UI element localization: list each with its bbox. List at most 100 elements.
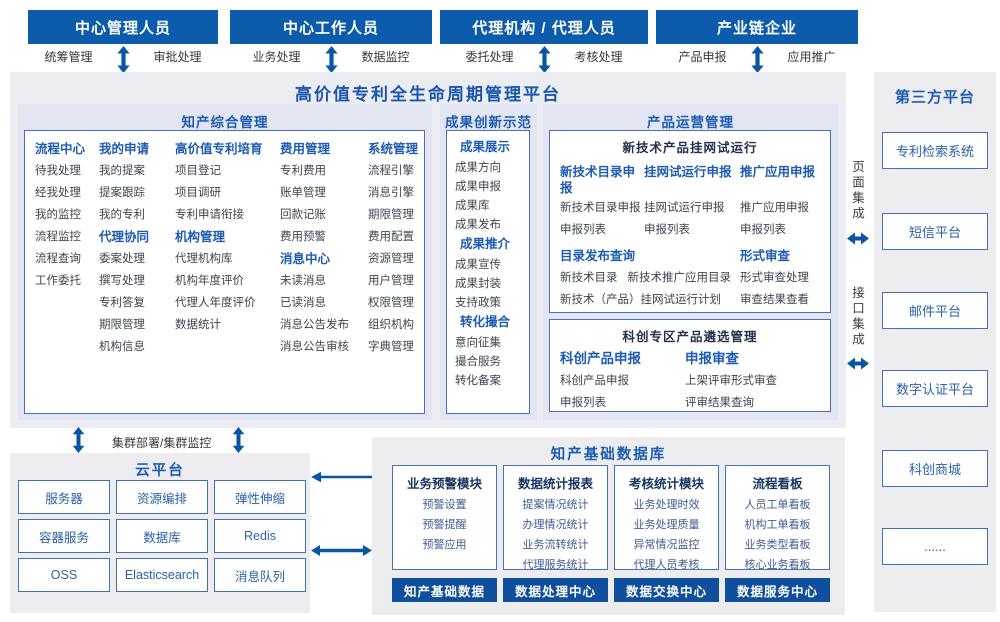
cloud-box-orchestration: 资源编排 [116, 480, 208, 514]
module-statistics: 数据统计报表 提案情况统计 办理情况统计 业务流转统计 代理服务统计 数据处理中… [503, 465, 608, 602]
group-title: 转化撮合 [460, 315, 511, 329]
actor-bar-agency: 代理机构 / 代理人员 [440, 10, 648, 44]
data-center-bar: 数据交换中心 [614, 578, 719, 602]
menu-item: 已读消息 [280, 297, 326, 309]
actor-sub-label: 委托处理 [465, 50, 514, 64]
actor-sub-label: 统筹管理 [44, 50, 93, 64]
double-arrow-horizontal-icon [847, 232, 869, 245]
third-party-box-sci-mall: 科创商城 [882, 450, 988, 487]
ip-management-box: 流程中心 待我处理 经我处理 我的监控 流程监控 流程查询 工作委托 我的申请 … [24, 130, 425, 414]
menu-item: 资源管理 [368, 253, 414, 265]
menu-item: 形式审查处理 [740, 272, 809, 284]
cloud-box-message-queue: 消息队列 [214, 558, 306, 592]
actor-sub-label: 应用推广 [787, 50, 836, 64]
menu-item: 新技术推广应用目录 [627, 272, 732, 284]
third-party-box-patent-search: 专利检索系统 [882, 132, 988, 169]
menu-item: 经我处理 [35, 187, 81, 199]
menu-item: 科创产品申报 [560, 375, 629, 387]
menu-item: 字典管理 [368, 341, 414, 353]
menu-item: 代理机构库 [175, 253, 233, 265]
actor-bar-industry-chain: 产业链企业 [656, 10, 858, 44]
menu-item: 账单管理 [280, 187, 326, 199]
cloud-grid: 服务器 资源编排 弹性伸缩 容器服务 数据库 Redis OSS Elastic… [18, 480, 306, 592]
double-arrow-vertical-icon [537, 46, 551, 73]
cloud-box-redis: Redis [214, 519, 306, 553]
third-party-box-more: ...... [882, 528, 988, 565]
module-item: 预警设置 [422, 499, 467, 511]
sci-innovation-selection-box: 科创专区产品遴选管理 科创产品申报 科创产品申报 申报列表 申报审查 上架评审形… [549, 319, 831, 412]
menu-item: 审查结果查看 [740, 294, 809, 306]
group-title: 新技术目录申报 [560, 165, 636, 195]
menu-item: 工作委托 [35, 275, 81, 287]
platform-title: 高价值专利全生命周期管理平台 [295, 85, 561, 104]
section-title: 知产综合管理 [181, 115, 269, 130]
double-arrow-vertical-icon [750, 46, 764, 73]
cloud-box-oss: OSS [18, 558, 110, 592]
double-arrow-horizontal-icon [847, 357, 869, 370]
module-alert: 业务预警模块 预警设置 预警提醒 预警应用 知产基础数据 [392, 465, 497, 602]
group-title: 系统管理 [368, 142, 419, 156]
menu-column: 申报审查 上架评审形式审查 评审结果查询 [685, 351, 830, 419]
menu-item: 项目调研 [175, 187, 221, 199]
menu-column: 系统管理 流程引擎 消息引擎 期限管理 费用配置 资源管理 用户管理 权限管理 … [368, 143, 424, 413]
group-title: 形式审查 [740, 249, 791, 263]
group-title: 消息中心 [280, 252, 331, 266]
menu-column: 推广应用申报 推广应用申报 申报列表 [740, 164, 826, 246]
menu-item: 申报列表 [740, 224, 786, 236]
actor-sub-row: 委托处理 考核处理 [440, 46, 648, 73]
menu-item: 新技术目录申报 [560, 202, 641, 214]
menu-item: 权限管理 [368, 297, 414, 309]
module-assessment: 考核统计模块 业务处理时效 业务处理质量 异常情况监控 代理人员考核 数据交换中… [614, 465, 719, 602]
data-modules-row: 业务预警模块 预警设置 预警提醒 预警应用 知产基础数据 数据统计报表 提案情况… [392, 465, 830, 602]
menu-item: 新技术目录 [560, 272, 618, 284]
cloud-platform-title: 云平台 [135, 463, 185, 479]
module-title: 流程看板 [752, 477, 803, 491]
group-title: 目录发布查询 [560, 249, 636, 263]
cluster-label: 集群部署/集群监控 [112, 436, 212, 450]
menu-item: 回款记账 [280, 209, 326, 221]
actor-sub-row: 业务处理 数据监控 [230, 46, 432, 73]
menu-column: 流程中心 待我处理 经我处理 我的监控 流程监控 流程查询 工作委托 [35, 143, 99, 413]
cloud-box-elasticsearch: Elasticsearch [116, 558, 208, 592]
menu-item: 代理人年度评价 [175, 297, 256, 309]
menu-item: 新技术（产品）挂网试运行计划 [560, 294, 721, 306]
api-integration-label: 接口集成 [850, 286, 864, 348]
group-title: 流程中心 [35, 142, 86, 156]
group-title: 成果展示 [460, 140, 511, 154]
menu-item: 费用预警 [280, 231, 326, 243]
group-title: 申报审查 [685, 351, 739, 366]
module-box: 业务预警模块 预警设置 预警提醒 预警应用 [392, 465, 497, 570]
menu-item: 我的监控 [35, 209, 81, 221]
group-title: 科创产品申报 [560, 351, 641, 366]
module-item: 业务类型看板 [744, 539, 811, 551]
data-center-bar: 数据处理中心 [503, 578, 608, 602]
module-item: 核心业务看板 [744, 559, 811, 571]
actor-sub-label: 数据监控 [361, 50, 410, 64]
menu-item: 撮合服务 [455, 356, 501, 368]
group-title: 高价值专利培育 [175, 142, 263, 156]
menu-item: 待我处理 [35, 165, 81, 177]
data-center-bar: 知产基础数据 [392, 578, 497, 602]
menu-column: 我的申请 我的提案 提案跟踪 我的专利 代理协同 委案处理 撰写处理 专利答复 … [99, 143, 175, 413]
menu-item: 未读消息 [280, 275, 326, 287]
menu-column: 费用管理 专利费用 账单管理 回款记账 费用预警 消息中心 未读消息 已读消息 … [280, 143, 368, 413]
menu-item: 转化备案 [455, 375, 501, 387]
menu-item: 机构信息 [99, 341, 145, 353]
cloud-box-server: 服务器 [18, 480, 110, 514]
cloud-platform-panel: 云平台 服务器 资源编排 弹性伸缩 容器服务 数据库 Redis OSS Ela… [10, 453, 310, 613]
module-item: 机构工单看板 [744, 519, 811, 531]
third-party-box-email: 邮件平台 [882, 292, 988, 329]
module-item: 人员工单看板 [744, 499, 811, 511]
menu-item: 我的专利 [99, 209, 145, 221]
menu-column: 新技术目录申报 新技术目录申报 申报列表 [560, 164, 644, 246]
selection-columns: 科创产品申报 科创产品申报 申报列表 申报审查 上架评审形式审查 评审结果查询 [550, 345, 830, 419]
actor-sub-label: 业务处理 [252, 50, 301, 64]
menu-item: 上架评审形式审查 [685, 375, 777, 387]
module-item: 业务流转统计 [522, 539, 589, 551]
menu-item: 成果申报 [455, 181, 501, 193]
module-box: 考核统计模块 业务处理时效 业务处理质量 异常情况监控 代理人员考核 [614, 465, 719, 571]
module-title: 数据统计报表 [517, 477, 593, 491]
menu-item: 机构年度评价 [175, 275, 244, 287]
actor-bar-center-management: 中心管理人员 [28, 10, 218, 44]
module-box: 数据统计报表 提案情况统计 办理情况统计 业务流转统计 代理服务统计 [503, 465, 608, 571]
